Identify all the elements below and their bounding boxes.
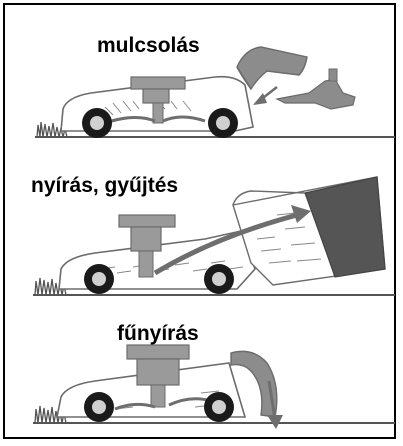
airflow-arrow-icon [267, 380, 283, 429]
airflow-arrow-icon [153, 205, 311, 276]
caption-mulching: mulcsolás [97, 34, 200, 57]
mower-icon [60, 75, 254, 138]
grass-bag-icon [232, 176, 386, 286]
collecting-illustration [33, 176, 395, 296]
mulching-illustration [35, 46, 395, 138]
mower-icon [58, 214, 256, 294]
mowing-illustration [33, 344, 395, 429]
panel-collecting: nyírás, gyűjtés [5, 145, 395, 305]
panel-mulching: mulcsolás [5, 5, 395, 145]
caption-mowing: fűnyírás [117, 322, 199, 345]
rear-deflector-icon [230, 350, 278, 418]
diagram-frame: mulcsolás [3, 3, 396, 439]
airflow-arrow-icon [253, 86, 278, 105]
mower-icon [56, 344, 247, 422]
caption-collecting: nyírás, gyűjtés [31, 174, 179, 197]
mulch-plug-icon [236, 46, 356, 110]
panel-mowing: fűnyírás [5, 305, 395, 441]
